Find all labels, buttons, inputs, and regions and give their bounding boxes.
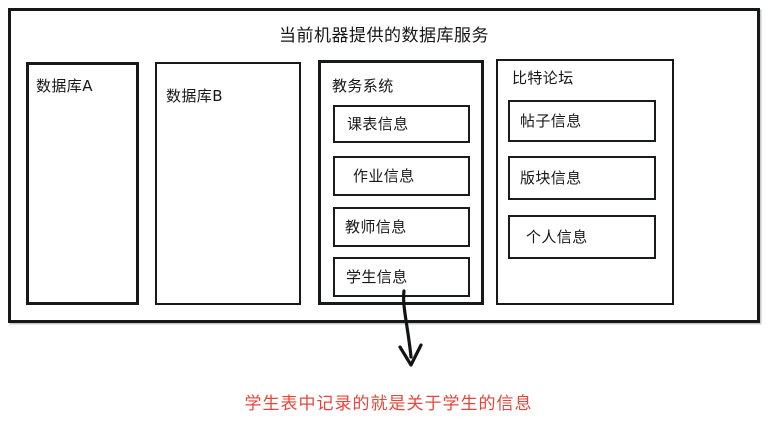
- table-box-personal: 个人信息: [508, 215, 656, 259]
- table-box-student-label: 学生信息: [346, 268, 408, 286]
- annotation-caption: 学生表中记录的就是关于学生的信息: [244, 394, 533, 414]
- down-arrow-icon: [398, 289, 423, 367]
- table-box-post-label: 帖子信息: [520, 112, 582, 130]
- table-box-teacher-label: 教师信息: [345, 218, 407, 236]
- database-box-b: [155, 62, 301, 305]
- table-box-homework-label: 作业信息: [353, 167, 415, 185]
- table-box-post: 帖子信息: [508, 100, 656, 142]
- table-box-course-schedule: 课表信息: [333, 105, 470, 143]
- database-box-edu-system-label: 教务系统: [332, 77, 394, 95]
- database-box-a: [26, 62, 139, 305]
- table-box-homework: 作业信息: [333, 156, 470, 196]
- table-box-course-schedule-label: 课表信息: [347, 115, 409, 133]
- database-box-a-label: 数据库A: [36, 77, 93, 95]
- database-box-b-label: 数据库B: [166, 87, 223, 105]
- table-box-board-label: 版块信息: [520, 169, 582, 187]
- table-box-board: 版块信息: [508, 156, 656, 200]
- table-box-student: 学生信息: [333, 257, 470, 297]
- diagram-title: 当前机器提供的数据库服务: [279, 26, 489, 46]
- database-box-forum-label: 比特论坛: [512, 69, 574, 87]
- table-box-teacher: 教师信息: [333, 207, 470, 247]
- table-box-personal-label: 个人信息: [526, 228, 588, 246]
